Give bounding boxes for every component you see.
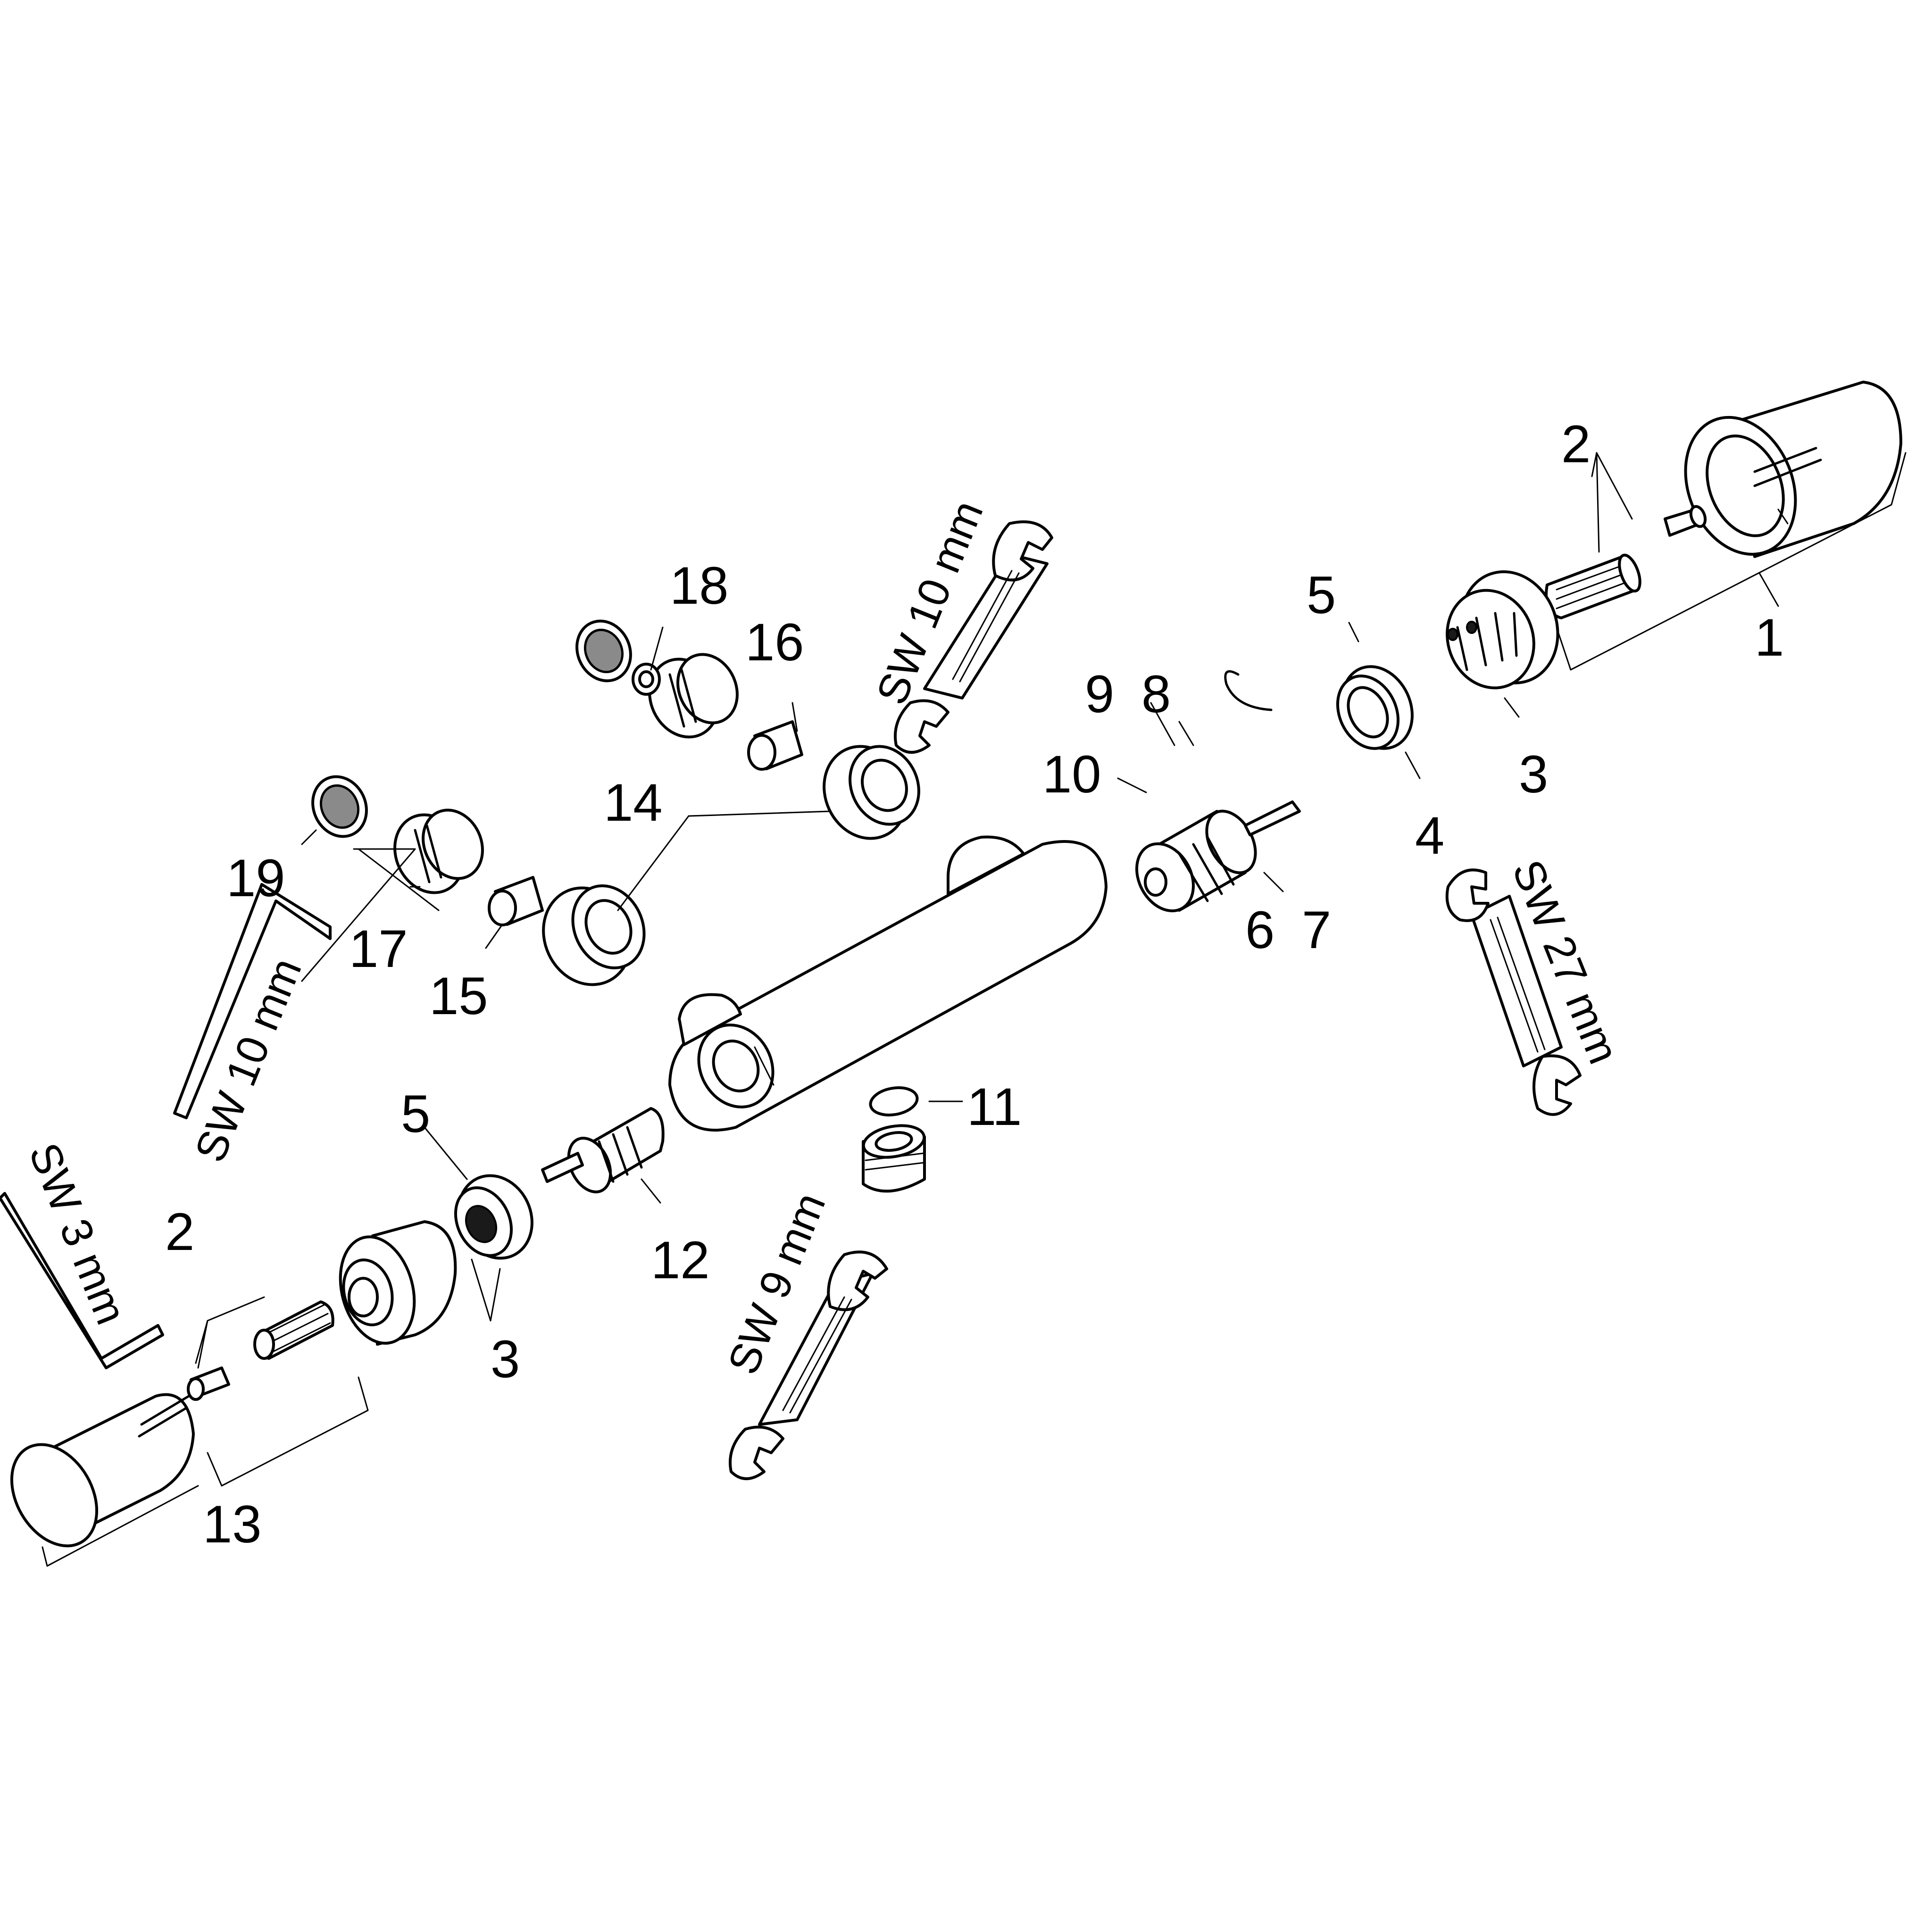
label-part-16: 16 (745, 613, 804, 672)
label-part-8: 8 (1141, 665, 1171, 724)
ring-5-left (454, 1174, 533, 1260)
ring-5-right (1336, 665, 1414, 750)
union-nut-14-bottom (542, 884, 646, 986)
hex-key-left-icon (0, 1192, 164, 1369)
label-part-2-right: 2 (1561, 415, 1591, 474)
adapter-nipple (862, 1124, 926, 1193)
label-part-9: 9 (1085, 665, 1114, 724)
label-part-12: 12 (651, 1231, 710, 1290)
label-part-19: 19 (226, 849, 285, 908)
valve-cartridge-12 (541, 1107, 665, 1193)
label-part-11: 11 (967, 1077, 1022, 1136)
wrench-bottom-icon (729, 1250, 888, 1480)
label-part-3-right: 3 (1519, 745, 1548, 804)
hex-key-middle-icon (173, 883, 332, 1119)
label-part-5-left: 5 (401, 1084, 430, 1143)
screw-right (1664, 505, 1707, 537)
union-nut-14-top (823, 745, 920, 840)
label-part-10: 10 (1042, 745, 1101, 804)
label-part-17: 17 (349, 919, 408, 978)
wrench-top-icon (894, 520, 1053, 754)
fitting-18-body (648, 653, 739, 739)
nut-3-right (1446, 570, 1559, 690)
spline-adapter-left (253, 1300, 334, 1360)
label-part-1: 1 (1755, 608, 1784, 667)
label-part-5-right: 5 (1307, 566, 1336, 625)
screw-left (187, 1366, 230, 1401)
label-part-18: 18 (670, 556, 729, 615)
handle-left (10, 1393, 195, 1548)
label-part-2-left: 2 (165, 1202, 194, 1261)
filter-screen-top (575, 619, 632, 683)
fitting-18-ring (632, 663, 661, 696)
check-valve-15 (488, 876, 544, 926)
check-valve-16 (747, 720, 803, 771)
label-part-4: 4 (1415, 806, 1444, 865)
label-part-6: 6 (1245, 900, 1274, 959)
filter-screen-19 (311, 775, 368, 838)
label-part-15: 15 (429, 966, 488, 1025)
label-part-13: 13 (203, 1495, 262, 1554)
o-ring-11 (869, 1086, 919, 1116)
thermostat-cartridge (1135, 670, 1301, 913)
fitting-17 (393, 808, 484, 894)
label-part-14: 14 (604, 773, 663, 832)
leader-lines (42, 452, 1907, 1567)
handle-right (1684, 381, 1902, 558)
nut-3-left (339, 1220, 457, 1346)
label-part-3-left: 3 (491, 1330, 520, 1389)
wrench-right-icon (1445, 868, 1582, 1116)
label-hex-key-left: SW 3 mm (19, 1136, 135, 1331)
thermostat-body (668, 835, 1108, 1132)
label-part-7: 7 (1302, 900, 1331, 959)
part-number-labels: 2 1 3 5 4 9 8 10 6 7 11 12 14 16 18 19 1… (165, 415, 1784, 1554)
spline-adapter-right (1545, 553, 1641, 619)
